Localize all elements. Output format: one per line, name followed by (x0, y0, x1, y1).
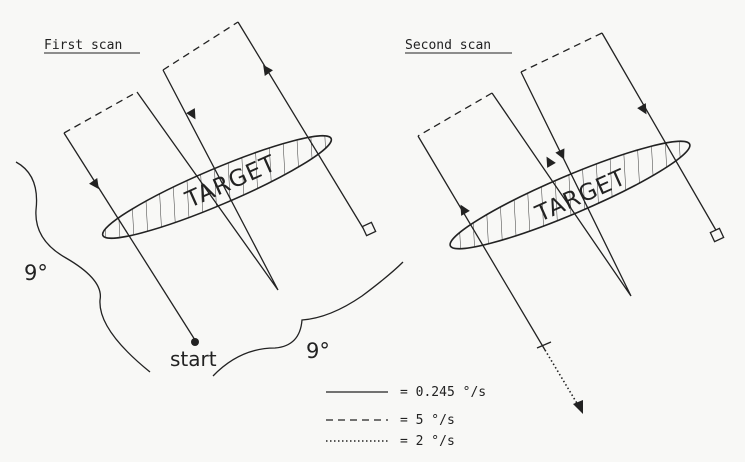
second-scan-return-arrow (573, 400, 583, 414)
first-scan-end-square (361, 221, 377, 237)
horizontal-span-brace (212, 261, 404, 377)
second-scan-start-square (709, 227, 725, 243)
first-scan-panel: First scan TARGET start 9° 9° (15, 21, 404, 377)
second-scan-target-ellipse (449, 140, 691, 250)
first-scan-arrow-2 (186, 108, 196, 120)
second-scan-arrow-1 (637, 103, 647, 115)
first-scan-leg-3 (237, 21, 364, 229)
first-scan-target-ellipse (101, 134, 333, 240)
second-scan-slew-1 (520, 32, 603, 73)
second-scan-arrow-3 (555, 148, 565, 160)
first-scan-arrow-1 (89, 178, 99, 190)
second-scan-title: Second scan (405, 38, 491, 53)
first-scan-title: First scan (44, 38, 122, 53)
first-scan-slew-2 (162, 21, 239, 71)
second-scan-arrow-4 (460, 204, 470, 216)
legend-dotted-label: = 2 °/s (400, 434, 455, 449)
first-scan-arrow-3 (263, 64, 273, 76)
first-scan-leg-2 (136, 69, 279, 291)
second-scan-leg-2 (491, 71, 632, 297)
legend-dashed-label: = 5 °/s (400, 413, 455, 428)
second-scan-leg-1 (601, 32, 718, 233)
vertical-span-brace (15, 161, 151, 373)
vertical-span-label: 9° (24, 261, 48, 285)
horizontal-span-label: 9° (306, 339, 330, 363)
start-label: start (170, 347, 217, 371)
first-scan-leg-1 (63, 132, 196, 341)
first-scan-start-dot (191, 338, 199, 346)
second-scan-panel: Second scan TARGET (405, 32, 725, 414)
second-scan-slew-2 (417, 92, 493, 137)
second-scan-return-path (544, 349, 579, 406)
second-scan-arrow-2 (546, 156, 556, 168)
legend-solid-label: = 0.245 °/s (400, 385, 486, 400)
second-scan-leg-3 (417, 135, 546, 351)
first-scan-slew-1 (63, 91, 138, 134)
second-scan-end-tick (536, 341, 552, 349)
legend: = 0.245 °/s = 5 °/s = 2 °/s (326, 385, 486, 449)
